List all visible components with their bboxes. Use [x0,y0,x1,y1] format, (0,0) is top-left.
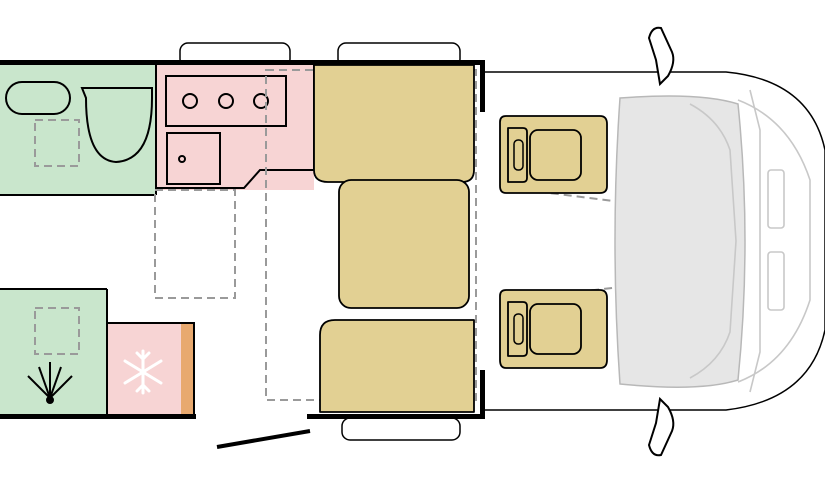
drain-icon [178,155,186,163]
wardrobe [27,307,80,404]
light-icon [27,362,73,404]
cab-seat-driver [499,115,608,194]
washroom [5,81,153,167]
windscreen [614,95,746,388]
fridge-side [181,323,194,417]
entrance-door [216,429,311,449]
bench-icon [313,64,475,183]
skylight-outline [34,119,80,167]
snowflake-icon [123,349,163,395]
mirror-right [647,396,675,457]
hob-icon [165,75,287,127]
fridge-outline [106,322,195,418]
armrest-handle [513,139,524,171]
table-outline [154,189,236,299]
burner-icon [182,93,198,109]
bottom-window [341,417,461,441]
dashboard-line [689,103,737,379]
skylight-outline [34,307,80,355]
cab-partition-bottom [480,370,485,419]
bench-icon [319,319,475,413]
sink-icon [166,132,221,185]
hood-line [737,99,811,383]
cab-outline [484,71,825,411]
fridge [106,322,195,418]
seat-cushion [529,303,582,355]
hood-inner [749,89,761,393]
cab-partition-top [480,60,485,112]
table-seat [338,179,470,309]
cab-seat-passenger [499,289,608,369]
bottom-window-right [341,417,461,441]
armrest-handle [513,313,524,345]
mirror-left [647,26,675,87]
top-wall [0,60,484,65]
burner-icon [218,93,234,109]
seat-armrest [507,127,528,183]
bed-outline [265,69,477,401]
walls [0,60,485,449]
kitchen [165,75,287,185]
washbasin-icon [5,81,71,115]
seat-cushion [529,129,582,181]
wiper-well [767,169,785,229]
dinette [313,64,475,413]
bottom-wall-right [307,414,484,419]
cab [484,71,825,411]
burner-icon [253,93,269,109]
seat-armrest [507,301,528,357]
wiper-well [767,251,785,311]
toilet-icon [80,87,153,164]
bottom-wall-left [0,414,196,419]
